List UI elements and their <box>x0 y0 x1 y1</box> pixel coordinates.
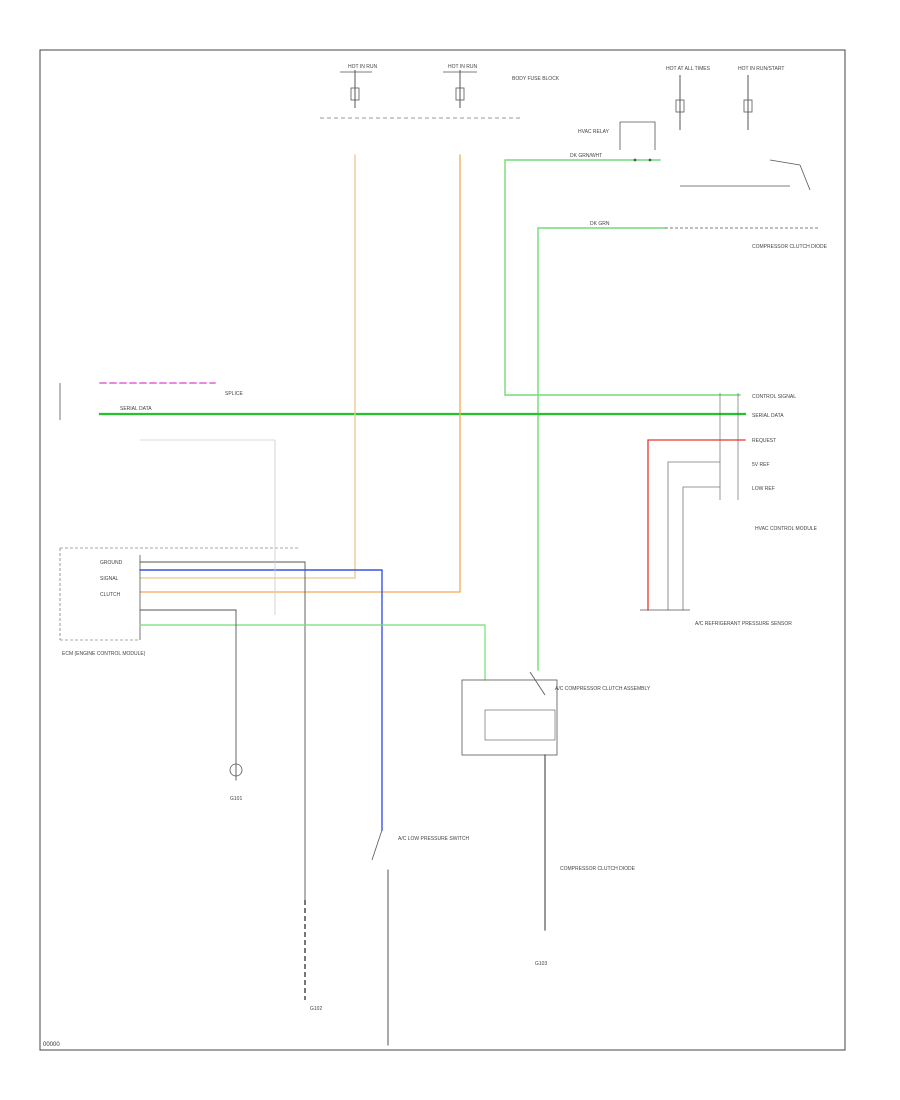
wire-gray-ground <box>139 609 237 781</box>
pin-label-5v: 5V REF <box>752 462 770 468</box>
ground-label-right: G103 <box>535 961 547 967</box>
ac-compressor-assembly: A/C COMPRESSOR CLUTCH ASSEMBLY <box>461 671 651 756</box>
fuse-icon <box>743 99 753 113</box>
ac-low-pressure-switch: A/C LOW PRESSURE SWITCH <box>371 829 470 861</box>
fuse-label-top-mid: HOT IN RUN <box>448 64 477 70</box>
ecm-title: ECM (ENGINE CONTROL MODULE) <box>62 651 146 657</box>
wire-blue-low-pressure <box>139 569 383 831</box>
relay-contact-icon <box>529 671 546 696</box>
fuse-group-top-left: HOT IN RUN <box>340 64 377 108</box>
wire-label-green-top: DK GRN/WHT <box>570 153 602 159</box>
hvac-control-label: HVAC CONTROL MODULE <box>755 526 818 532</box>
fuse-label-right-b: HOT IN RUN/START <box>738 66 784 72</box>
pin-label-control: CONTROL SIGNAL <box>752 394 796 400</box>
ground-label-mid: G102 <box>310 1006 322 1012</box>
ecm-connector: ECM (ENGINE CONTROL MODULE) GROUND SIGNA… <box>59 547 300 657</box>
page-id: 00000 <box>43 1042 60 1048</box>
pin-label-serial: SERIAL DATA <box>752 413 784 419</box>
fuse-icon <box>350 87 360 101</box>
wire-light-green-ecm <box>139 624 486 681</box>
wire-gray-ecm-top <box>139 561 306 901</box>
wire-label-serial: SERIAL DATA <box>120 406 152 412</box>
wire-green-compressor-feed <box>537 227 666 671</box>
wire-red-pressure <box>647 439 746 611</box>
wire-green-relay <box>504 159 741 396</box>
splice-label: SPLICE <box>225 391 243 397</box>
fuse-label-right-a: HOT AT ALL TIMES <box>666 66 711 72</box>
fuse-block-label: BODY FUSE BLOCK <box>512 76 560 82</box>
pin-label-low-ref: LOW REF <box>752 486 775 492</box>
wire-label-green-second: DK GRN <box>590 221 610 227</box>
ecm-pin-signal: SIGNAL <box>100 576 119 582</box>
pressure-sensor-label: A/C REFRIGERANT PRESSURE SENSOR <box>695 621 792 627</box>
ground-label-left: G101 <box>230 796 242 802</box>
diagram-border <box>39 49 846 1051</box>
low-pressure-label: A/C LOW PRESSURE SWITCH <box>398 836 470 842</box>
fuse-icon <box>675 99 685 113</box>
compressor-label: A/C COMPRESSOR CLUTCH ASSEMBLY <box>555 686 651 692</box>
fuse-group-top-right: HOT AT ALL TIMES HOT IN RUN/START <box>666 66 784 130</box>
connector-right-c1: CONTROL SIGNAL SERIAL DATA REQUEST 5V RE… <box>719 393 796 500</box>
diode-label: COMPRESSOR CLUTCH DIODE <box>560 866 636 872</box>
pin-label-request: REQUEST <box>752 438 776 444</box>
fuse-icon <box>455 87 465 101</box>
fuse-label-top-left: HOT IN RUN <box>348 64 377 70</box>
relay-label: HVAC RELAY <box>578 129 610 135</box>
switch-icon <box>371 829 383 861</box>
hvac-relay: HVAC RELAY <box>578 121 811 191</box>
compressor-note: COMPRESSOR CLUTCH DIODE <box>752 244 828 250</box>
fuse-group-top-mid: HOT IN RUN BODY FUSE BLOCK <box>443 64 560 108</box>
wire-gray-pressure-a <box>667 461 721 611</box>
ground-icon <box>229 763 243 777</box>
wire-gray-pressure-b <box>682 486 721 611</box>
ecm-pin-clutch: CLUTCH <box>100 592 121 598</box>
ecm-pin-ground: GROUND <box>100 560 123 566</box>
